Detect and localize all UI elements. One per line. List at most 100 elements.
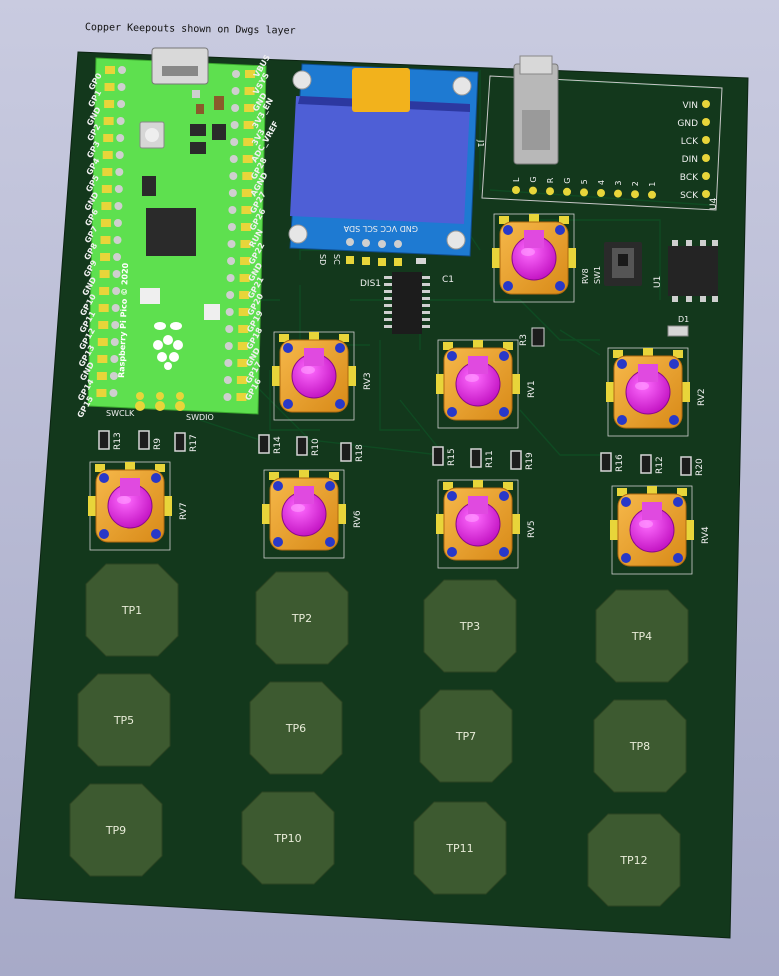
ic-pin <box>384 276 392 279</box>
pot-label-rv5: RV5 <box>527 520 537 538</box>
pico-pin-pad <box>103 117 114 125</box>
audio-right-pad <box>702 154 710 162</box>
pico-pin-hole <box>227 223 236 231</box>
audio-right-label: SCK <box>680 191 699 201</box>
pico-pin-hole <box>223 393 232 401</box>
pico-pin-hole <box>118 66 126 74</box>
resistor-label-r19: R19 <box>525 452 535 470</box>
debug-pads <box>135 392 185 411</box>
pico-pin-hole <box>111 304 120 312</box>
raspberry-logo <box>153 322 183 370</box>
touch-pad-tp8[interactable] <box>593 699 687 793</box>
audio-pin-label: 2 <box>631 181 640 186</box>
d1-led <box>667 325 689 337</box>
audio-pin-pad <box>512 186 520 194</box>
touch-pad-tp6[interactable] <box>249 681 343 775</box>
touch-pad-tp12[interactable] <box>587 813 681 907</box>
pico-pin-pad <box>240 257 251 265</box>
touch-pad-label: TP7 <box>455 730 476 743</box>
pico-pin-hole <box>114 185 123 193</box>
oled-display: GND VCC SCL SDA SD SC DIS1 J1 <box>288 63 485 289</box>
pico-pin-hole <box>112 270 121 278</box>
pico-pin-hole <box>115 151 124 159</box>
ic-pin <box>384 283 392 286</box>
touch-pad-label: TP9 <box>105 824 126 837</box>
pico-pin-pad <box>240 223 251 231</box>
pico-pin-hole <box>227 257 236 265</box>
pico-pin-pad <box>98 304 109 312</box>
pico-pin-pad <box>239 274 250 282</box>
pico-pin-hole <box>225 308 234 316</box>
pico-pin-pad <box>245 70 255 78</box>
touch-pad-tp2[interactable] <box>255 571 349 665</box>
pico-pin-hole <box>224 342 233 350</box>
resistor-label-r18: R18 <box>355 444 365 462</box>
touch-pad-tp5[interactable] <box>77 673 171 767</box>
pico-pin-hole <box>113 219 122 227</box>
pico-pin-hole <box>231 87 240 95</box>
potentiometer-rv2[interactable] <box>606 347 690 437</box>
touch-pad-tp1[interactable] <box>85 563 179 657</box>
audio-pin-label: R <box>546 177 555 183</box>
pico-pin-pad <box>101 185 112 193</box>
potentiometer-rv3[interactable] <box>272 331 356 421</box>
audio-pin-pad <box>563 187 571 196</box>
touch-pad-tp7[interactable] <box>419 689 513 783</box>
touch-pad-tp9[interactable] <box>69 783 163 877</box>
oled-sc-label: SC <box>332 254 341 265</box>
pico-pin-hole <box>111 321 120 329</box>
audio-pin-pad <box>529 186 537 195</box>
pico-pin-pad <box>103 134 114 142</box>
pico-pin-pad <box>243 138 254 146</box>
potentiometer-rv1[interactable] <box>436 339 520 429</box>
touch-pad-label: TP6 <box>285 722 306 735</box>
dis1-label: DIS1 <box>360 279 381 289</box>
pico-pin-hole <box>230 138 239 146</box>
u1-chip <box>668 240 718 302</box>
pico-pin-pad <box>242 172 253 180</box>
pico-pin-pad <box>98 321 109 329</box>
resistor-r12 <box>640 454 652 474</box>
potentiometer-rv5[interactable] <box>436 479 520 569</box>
ic-pin <box>422 276 430 279</box>
oled-header-pins <box>346 256 402 266</box>
pico-pin-pad <box>104 83 115 91</box>
slide-switch[interactable] <box>604 242 642 286</box>
touch-pad-tp3[interactable] <box>423 579 517 673</box>
resistor-label-r15: R15 <box>447 448 457 466</box>
ic-pin <box>422 318 430 321</box>
touch-pad-label: TP12 <box>619 854 647 867</box>
potentiometer-rv6[interactable] <box>262 469 346 559</box>
u1-label: U1 <box>653 276 663 288</box>
potentiometer-rv8[interactable] <box>492 213 576 303</box>
ic-pin <box>422 311 430 314</box>
audio-pin-pad <box>597 189 605 197</box>
pico-pin-pad <box>244 87 255 95</box>
sw1-label: SW1 <box>593 266 602 284</box>
resistor-r19 <box>510 450 522 470</box>
resistor-r20 <box>680 456 692 476</box>
pico-pin-hole <box>113 253 122 261</box>
ic-pin <box>422 325 430 328</box>
ic-pin <box>384 318 392 321</box>
pico-pin-hole <box>228 206 237 214</box>
r3-resistor <box>531 327 545 347</box>
pico-pin-hole <box>116 117 125 125</box>
pico-pin-pad <box>102 151 113 159</box>
r3-label: R3 <box>519 334 529 346</box>
touch-pad-tp11[interactable] <box>413 801 507 895</box>
pico-pin-hole <box>226 274 235 282</box>
touch-pad-tp4[interactable] <box>595 589 689 683</box>
pico-pin-pad <box>97 355 108 363</box>
touch-pad-tp10[interactable] <box>241 791 335 885</box>
pico-pin-pad <box>238 325 249 333</box>
pico-pin-pad <box>100 236 111 244</box>
potentiometer-rv7[interactable] <box>88 461 172 551</box>
pico-pin-hole <box>229 172 238 180</box>
pico-pin-pad <box>104 100 115 108</box>
pico-pin-hole <box>229 155 238 163</box>
potentiometer-rv4[interactable] <box>610 485 694 575</box>
resistor-label-r9: R9 <box>153 438 163 450</box>
